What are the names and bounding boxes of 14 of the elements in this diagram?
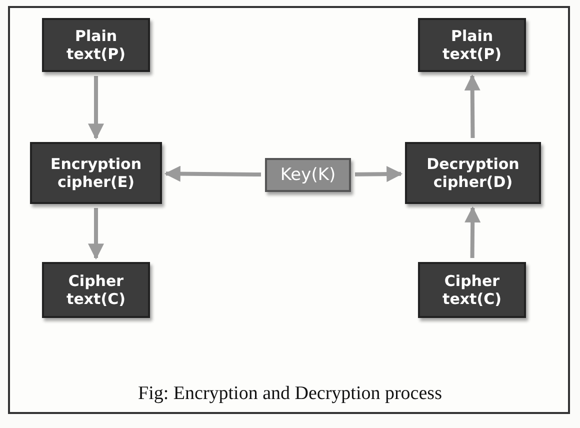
arrow (164, 166, 262, 182)
arrow (464, 206, 481, 258)
figure-caption: Fig: Encryption and Decryption process (137, 383, 443, 405)
process-box: Encryption cipher(E) (30, 142, 162, 204)
process-box: Plain text(P) (418, 18, 526, 72)
process-box: Plain text(P) (42, 18, 150, 72)
arrow (88, 208, 104, 260)
process-box: Decryption cipher(D) (405, 142, 541, 204)
arrow (88, 76, 104, 140)
arrow (464, 74, 480, 138)
process-box: Cipher text(C) (418, 262, 526, 318)
process-box: Cipher text(C) (42, 262, 150, 318)
arrow (354, 166, 403, 182)
key-box: Key(K) (265, 158, 351, 192)
